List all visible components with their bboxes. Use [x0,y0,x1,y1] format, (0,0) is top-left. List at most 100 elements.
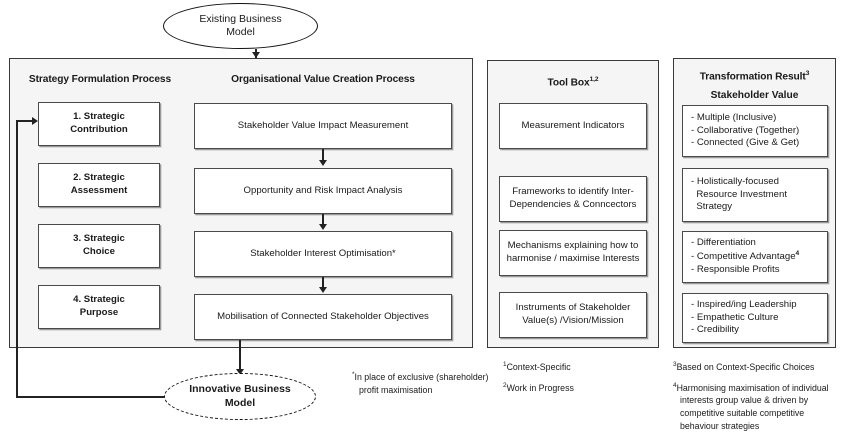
transformation-item-2-line1: - Holistically-focused [691,175,779,187]
footnote-2-text: Work in Progress [506,382,574,393]
toolbox-column-title: Tool Box1,2 [487,76,659,88]
transformation-item-1-line2: - Collaborative (Together) [691,124,800,136]
transformation-item-1-line1: - Multiple (Inclusive) [691,111,777,123]
feedback-line-into-step1 [16,120,34,122]
transformation-column-title: Transformation Result3 [673,70,836,82]
footnote-asterisk-text2: profit maximisation [359,384,433,395]
toolbox-item-2-line1: Frameworks to identify Inter- [512,186,634,198]
stage-2-text: Opportunity and Risk Impact Analysis [243,184,403,196]
transformation-item-4-line3: - Credibility [691,324,739,336]
toolbox-item-instruments-stakeholder-value: Instruments of Stakeholder Value(s) /Vis… [499,292,647,338]
feedback-line-vertical [16,120,18,397]
step-box-2-strategic-assessment: 2. Strategic Assessment [38,163,160,207]
transformation-item-leadership: - Inspired/ing Leadership - Empathetic C… [682,293,828,343]
arrowhead-stage4-innovative [235,369,244,375]
toolbox-title-superscript: 1,2 [589,76,599,83]
connector-stage4-innovative [239,340,241,373]
innovative-node-line2: Model [224,396,256,409]
footnote-3-marker: 3 [673,361,677,368]
footnote-transformation-group: 3Based on Context-Specific Choices 4Harm… [673,360,842,433]
transformation-item-1-text: - Multiple (Inclusive) - Collaborative (… [683,112,799,151]
footnote-4-line1: 4Harmonising maximisation of individual [673,381,842,395]
step-2-text: 2. Strategic Assessment [65,172,134,198]
toolbox-item-4-line2: Value(s) /Vision/Mission [522,315,624,326]
arrowhead-stage1-stage2 [318,160,327,166]
toolbox-item-2-text: Frameworks to identify Inter- Dependenci… [504,186,643,212]
transformation-item-4-text: - Inspired/ing Leadership - Empathetic C… [683,299,797,338]
stage-4-text: Mobilisation of Connected Stakeholder Ob… [217,310,429,322]
footnote-4-marker: 4 [673,381,677,389]
footnote-asterisk-text1: In place of exclusive (shareholder) [354,371,489,382]
existing-node-line2: Model [226,26,255,38]
stage-box-1-value-impact-measurement: Stakeholder Value Impact Measurement [194,103,452,149]
transformation-item-2-text: - Holistically-focused Resource Investme… [683,176,787,215]
connector-stage3-stage4 [322,277,324,289]
step-box-4-strategic-purpose: 4. Strategic Purpose [38,285,160,329]
stage-1-text: Stakeholder Value Impact Measurement [237,119,409,131]
transformation-item-2-line2: Resource Investment [691,188,787,200]
toolbox-title-text: Tool Box [547,77,590,89]
toolbox-item-mechanisms-harmonise: Mechanisms explaining how to harmonise /… [499,230,647,276]
step-3-line1: 3. Strategic [73,233,125,245]
transformation-item-stakeholder-traits: - Multiple (Inclusive) - Collaborative (… [682,105,828,157]
stage-box-4-mobilisation-objectives: Mobilisation of Connected Stakeholder Ob… [194,294,452,340]
toolbox-item-frameworks-interdependencies: Frameworks to identify Inter- Dependenci… [499,176,647,222]
footnote-3-text: Based on Context-Specific Choices [676,361,815,372]
footnote-4-text3: competitive suitable competitive [680,408,805,419]
toolbox-item-2-line2: Dependencies & Conncectors [509,199,637,210]
footnote-1-marker: 1 [503,361,507,368]
step-3-line2: Choice [82,246,115,257]
footnote-asterisk: *In place of exclusive (shareholder) pro… [352,370,502,396]
arrowhead-existing-to-process [251,52,260,58]
existing-business-model-label: Existing Business Model [191,13,289,39]
transformation-item-3-line2: - Competitive Advantage [691,251,796,263]
footnote-2: 2Work in Progress [503,381,653,395]
innovative-node-line1: Innovative Business [189,383,291,396]
footnote-1-text: Context-Specific [506,361,571,372]
innovative-business-model-node: Innovative Business Model [164,373,316,420]
toolbox-item-4-text: Instruments of Stakeholder Value(s) /Vis… [510,302,637,328]
connector-stage2-stage3 [322,214,324,226]
feedback-line-horizontal [16,396,164,398]
arrowhead-feedback-into-step1 [32,117,38,125]
toolbox-item-3-line2: harmonise / maximise Interests [506,253,640,264]
existing-node-line1: Existing Business [199,12,282,25]
arrowhead-stage3-stage4 [318,287,327,293]
step-4-line2: Purpose [79,307,119,318]
step-1-line2: Contribution [70,124,128,135]
value-creation-column-title: Organisational Value Creation Process [231,74,415,85]
transformation-subtitle: Stakeholder Value [710,90,799,101]
toolbox-item-measurement-indicators: Measurement Indicators [499,103,647,149]
transformation-item-2-line3: Strategy [691,201,733,213]
stage-3-text: Stakeholder Interest Optimisation* [250,247,396,259]
transformation-item-1-line3: - Connected (Give & Get) [691,137,800,149]
step-4-text: 4. Strategic Purpose [67,294,131,320]
toolbox-item-1-line1: Measurement Indicators [521,119,625,131]
footnote-asterisk-line1: *In place of exclusive (shareholder) [352,370,502,384]
footnote-4-text2: interests group value & driven by [680,395,809,406]
arrowhead-stage2-stage3 [318,224,327,230]
footnote-3: 3Based on Context-Specific Choices [673,360,842,374]
stage-box-3-stakeholder-interest-optimisation: Stakeholder Interest Optimisation* [194,231,452,277]
step-3-text: 3. Strategic Choice [67,233,131,259]
strategy-column-title: Strategy Formulation Process [28,74,172,85]
connector-stage1-stage2 [322,149,324,162]
transformation-item-4-line1: - Inspired/ing Leadership [691,298,797,310]
transformation-item-3-line3: - Responsible Profits [691,264,780,276]
existing-business-model-node: Existing Business Model [163,3,318,49]
footnote-toolbox-group: 1Context-Specific 2Work in Progress [503,360,653,394]
footnote-2-marker: 2 [503,381,507,389]
transformation-item-resource-strategy: - Holistically-focused Resource Investme… [682,168,828,222]
transformation-item-3-superscript: 4 [795,249,800,257]
toolbox-item-1-text: Measurement Indicators [516,120,631,133]
footnote-4-text4: behaviour strategies [680,420,760,431]
step-1-line1: 1. Strategic [73,111,125,123]
footnote-4-text1: Harmonising maximisation of individual [676,382,829,393]
step-1-text: 1. Strategic Contribution [64,111,134,137]
transformation-title-text: Transformation Result [699,71,806,83]
transformation-title-superscript: 3 [805,70,810,77]
footnote-1: 1Context-Specific [503,360,653,374]
toolbox-item-4-line1: Instruments of Stakeholder [515,302,631,314]
toolbox-item-3-text: Mechanisms explaining how to harmonise /… [501,240,646,266]
